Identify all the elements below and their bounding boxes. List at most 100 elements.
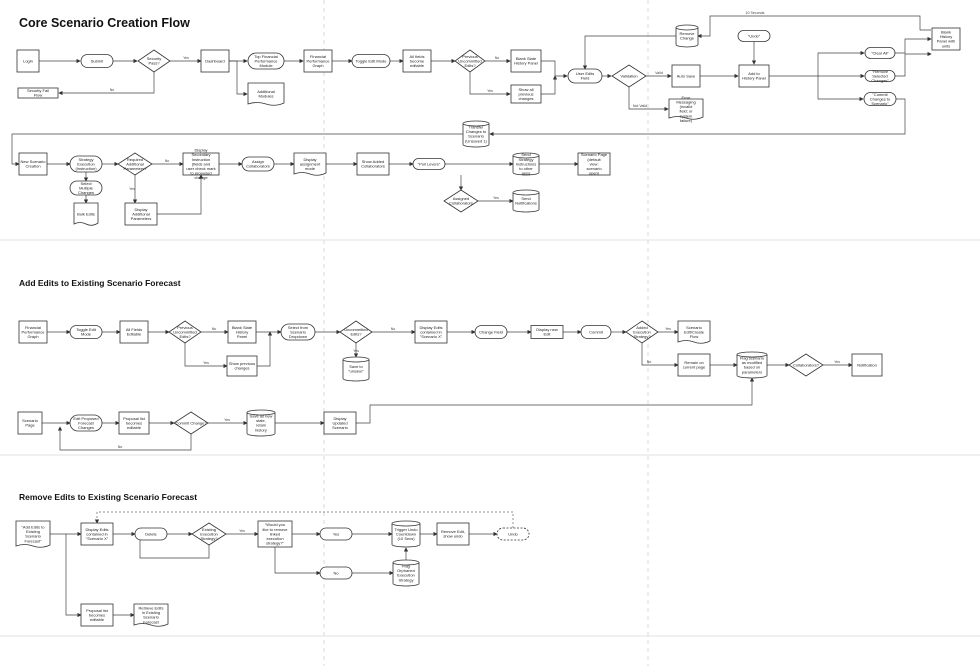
node-pill xyxy=(580,325,612,339)
connector xyxy=(137,533,210,559)
node-label: Change Field xyxy=(479,329,503,334)
connector xyxy=(157,174,204,215)
node-box xyxy=(80,522,114,546)
node-pull-levers: "Pull Levers" xyxy=(412,158,446,170)
node-pill xyxy=(241,156,275,172)
connector xyxy=(697,15,931,39)
node-label: Validation xyxy=(620,73,637,78)
node-doc xyxy=(668,98,704,120)
node-box xyxy=(738,64,770,88)
section-title-core: Core Scenario Creation Flow xyxy=(19,16,190,30)
node-cylinder-body xyxy=(512,155,540,176)
edge-label: No xyxy=(495,56,500,60)
node-toggle-edit: Toggle Edit Mode xyxy=(351,54,391,68)
edge-label: Yes xyxy=(487,89,493,93)
node-cylinder-top xyxy=(675,24,699,31)
node-diamond xyxy=(191,522,227,546)
node-commit-change-q: Commit Change? xyxy=(173,411,209,435)
node-label: Submit xyxy=(91,58,104,63)
node-diamond xyxy=(339,320,373,344)
node-delete: Delete xyxy=(134,527,168,541)
connector xyxy=(489,98,906,137)
edge-label: Valid xyxy=(655,71,663,75)
node-clear-all: "Clear All" xyxy=(864,47,896,59)
connector xyxy=(895,36,932,54)
edge-label: Not Valid xyxy=(633,104,647,108)
node-diamond xyxy=(611,64,647,88)
node-pill xyxy=(737,30,771,42)
node-box xyxy=(16,49,40,73)
node-label: Commit xyxy=(589,329,604,334)
node-box xyxy=(124,202,158,226)
node-pill xyxy=(280,323,316,341)
node-box xyxy=(577,152,611,176)
node-bulk-edits: Bulk Edits xyxy=(73,202,99,226)
node-cylinder-top xyxy=(512,152,540,159)
node-box xyxy=(851,353,883,377)
connector xyxy=(895,51,932,77)
node-pill xyxy=(351,54,391,68)
node-label: Yes xyxy=(333,531,340,536)
node-doc xyxy=(15,520,51,548)
node-box xyxy=(510,49,542,73)
node-cylinder-body xyxy=(246,412,276,437)
node-cylinder-body xyxy=(392,562,420,587)
node-pill xyxy=(412,158,446,170)
node-cylinder-body xyxy=(342,359,370,382)
node-pill xyxy=(864,47,896,59)
node-collaborators-q: Collaborators? xyxy=(788,353,824,377)
connector xyxy=(356,377,755,424)
node-doc xyxy=(247,82,285,106)
node-label: Commit Change? xyxy=(175,420,207,425)
connector xyxy=(469,72,511,97)
node-box xyxy=(323,411,357,435)
node-pill xyxy=(69,180,103,196)
node-cylinder-top xyxy=(342,356,370,363)
node-box xyxy=(671,64,701,88)
node-box xyxy=(402,49,432,73)
node-pill xyxy=(864,70,896,82)
